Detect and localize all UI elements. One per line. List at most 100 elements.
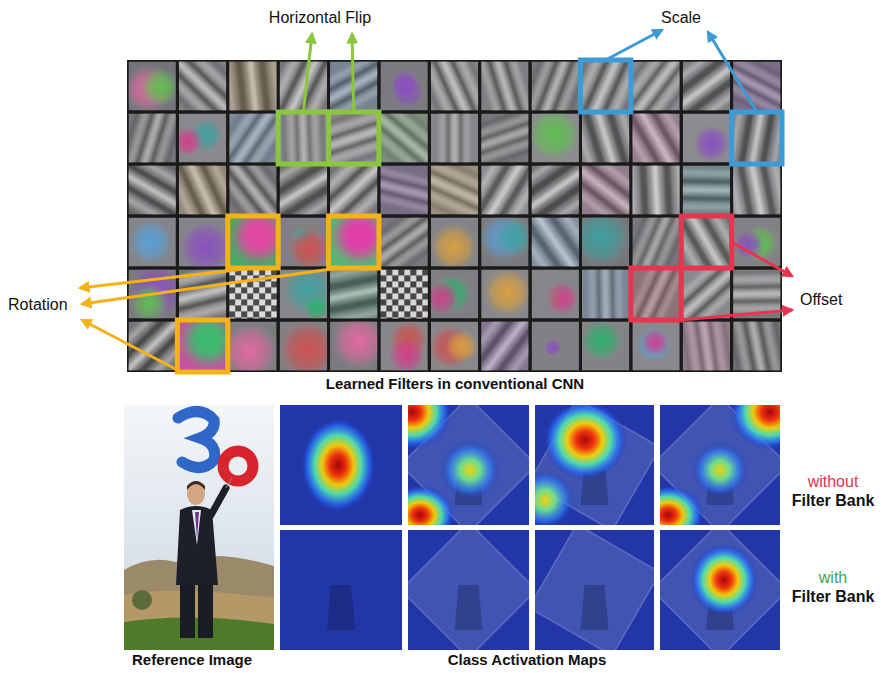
- learned-filter: [683, 62, 730, 111]
- learned-filter: [532, 62, 579, 111]
- learned-filter: [129, 166, 176, 215]
- learned-filter: [683, 270, 730, 319]
- activation-map: [408, 530, 529, 650]
- rotation-highlight: [228, 216, 278, 268]
- activation-map: [535, 530, 654, 650]
- learned-filter: [280, 270, 327, 319]
- learned-filter: [481, 62, 528, 111]
- row-label: with: [819, 569, 847, 587]
- learned-filter: [582, 270, 629, 319]
- learned-filter: [179, 322, 226, 371]
- leader-arrow: [303, 34, 312, 112]
- learned-filter: [532, 218, 579, 267]
- learned-filter: [632, 322, 679, 371]
- filter-cells: [101, 37, 802, 393]
- learned-filter: [330, 322, 377, 371]
- learned-filter: [330, 166, 377, 215]
- learned-filter: [280, 322, 327, 371]
- leader-arrow: [82, 320, 177, 370]
- learned-filter: [330, 218, 377, 267]
- learned-filter: [179, 62, 226, 111]
- leader-arrow: [82, 268, 339, 304]
- learned-filter: [229, 166, 276, 215]
- offset-highlight: [631, 268, 681, 320]
- learned-filter: [733, 218, 780, 267]
- learned-filter: [330, 114, 377, 163]
- row-label: Filter Bank: [792, 588, 875, 606]
- rotation-highlight: [177, 320, 227, 372]
- learned-filter: [481, 218, 528, 267]
- learned-filter: [380, 218, 427, 267]
- activation-map: [280, 530, 402, 650]
- learned-filter: [129, 114, 176, 163]
- learned-filter: [129, 218, 176, 267]
- learned-filter: [582, 114, 629, 163]
- learned-filter: [229, 218, 276, 267]
- learned-filter: [481, 322, 528, 371]
- learned-filter: [481, 114, 528, 163]
- leader-arrow: [708, 32, 757, 112]
- learned-filter: [129, 62, 176, 111]
- learned-filter: [380, 322, 427, 371]
- learned-filter: [683, 322, 730, 371]
- callout-label: Scale: [661, 9, 701, 27]
- learned-filter: [582, 322, 629, 371]
- scale-highlight: [580, 60, 630, 112]
- learned-filter: [229, 322, 276, 371]
- learned-filter: [380, 114, 427, 163]
- rotation-highlight: [329, 216, 379, 268]
- leader-arrow: [732, 242, 792, 276]
- learned-filter: [582, 218, 629, 267]
- flip-highlight: [278, 112, 328, 164]
- learned-filter: [683, 218, 730, 267]
- learned-filter: [380, 270, 427, 319]
- learned-filter: [330, 270, 377, 319]
- learned-filter: [431, 166, 478, 215]
- class-activation-maps: [280, 374, 810, 658]
- learned-filter: [431, 270, 478, 319]
- panel-caption: Reference Image: [132, 652, 252, 669]
- learned-filter: [380, 166, 427, 215]
- callout-label: Rotation: [8, 296, 68, 314]
- learned-filter: [179, 218, 226, 267]
- learned-filter: [632, 114, 679, 163]
- reference-photo: [124, 405, 274, 650]
- learned-filter: [481, 270, 528, 319]
- learned-filter: [733, 322, 780, 371]
- row-label: Filter Bank: [792, 492, 875, 510]
- flip-highlight: [329, 112, 379, 164]
- learned-filter: [179, 114, 226, 163]
- learned-filter: [532, 114, 579, 163]
- learned-filter: [229, 114, 276, 163]
- learned-filter: [632, 270, 679, 319]
- panel-caption: Learned Filters in conventional CNN: [326, 376, 584, 393]
- learned-filter: [280, 166, 327, 215]
- learned-filter: [532, 166, 579, 215]
- learned-filter: [431, 322, 478, 371]
- activation-map: [408, 405, 529, 525]
- learned-filter: [632, 62, 679, 111]
- learned-filter: [582, 166, 629, 215]
- row-label: without: [808, 473, 859, 491]
- learned-filter: [582, 62, 629, 111]
- learned-filter: [229, 62, 276, 111]
- offset-highlight: [681, 216, 731, 268]
- learned-filter: [431, 114, 478, 163]
- activation-map: [535, 405, 654, 525]
- learned-filter: [532, 270, 579, 319]
- activation-map: [280, 405, 402, 525]
- learned-filter: [683, 166, 730, 215]
- learned-filter: [129, 322, 176, 371]
- learned-filter: [481, 166, 528, 215]
- learned-filter: [632, 166, 679, 215]
- learned-filter: [380, 62, 427, 111]
- learned-filter: [733, 114, 780, 163]
- leader-arrow: [681, 310, 792, 320]
- learned-filter: [280, 114, 327, 163]
- callout-label: Offset: [800, 291, 842, 309]
- learned-filter: [632, 218, 679, 267]
- leader-arrow: [352, 34, 354, 112]
- learned-filter: [532, 322, 579, 371]
- learned-filter: [431, 62, 478, 111]
